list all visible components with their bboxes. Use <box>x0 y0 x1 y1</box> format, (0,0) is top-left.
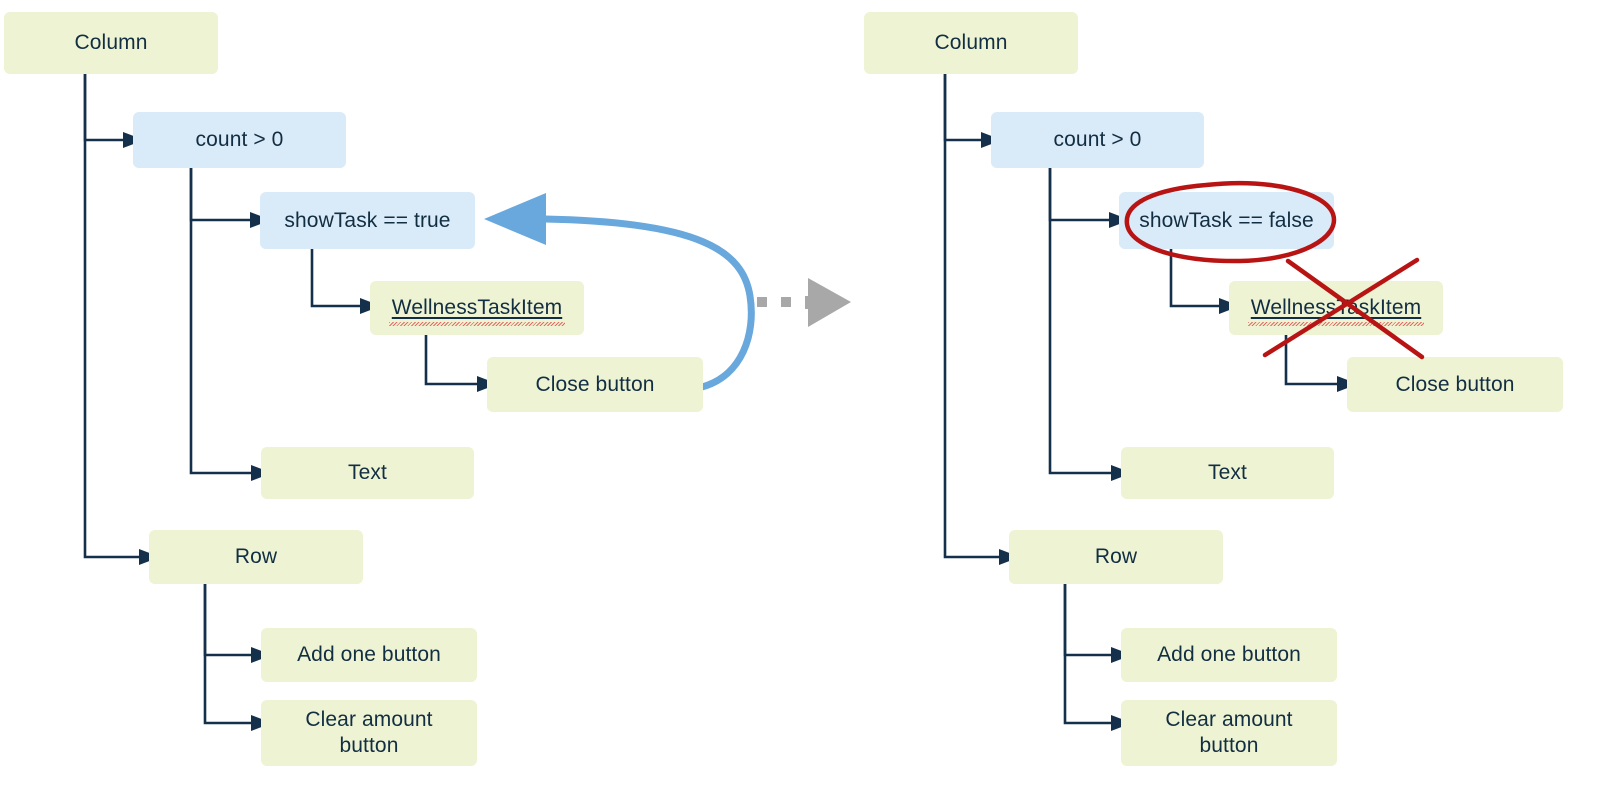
node-label: Clear amount button <box>1165 708 1293 757</box>
node-label: Column <box>74 31 148 55</box>
node-label: WellnessTaskItem <box>391 296 563 320</box>
node-row-before[interactable]: Row <box>149 530 363 584</box>
node-column-after[interactable]: Column <box>864 12 1078 74</box>
node-label: Add one button <box>1157 643 1301 667</box>
node-count-condition-after[interactable]: count > 0 <box>991 112 1204 168</box>
node-clear-amount-button-after[interactable]: Clear amount button <box>1121 700 1337 766</box>
node-label: Close button <box>1395 372 1515 396</box>
spellcheck-squiggle-icon <box>1248 322 1424 326</box>
node-label: Clear amount button <box>305 708 433 757</box>
node-label: Add one button <box>297 643 441 667</box>
node-label: showTask == false <box>1139 208 1314 232</box>
node-showtask-condition-before[interactable]: showTask == true <box>260 192 475 249</box>
edge-count-to-showtask <box>1048 168 1130 228</box>
node-label: Row <box>234 545 278 569</box>
node-label: Text <box>348 461 387 485</box>
node-add-one-button-after[interactable]: Add one button <box>1121 628 1337 682</box>
node-close-button-after[interactable]: Close button <box>1347 357 1563 412</box>
node-text-before[interactable]: Text <box>261 447 474 499</box>
node-count-condition-before[interactable]: count > 0 <box>133 112 346 168</box>
transition-dotted-arrow-icon <box>757 278 851 327</box>
node-label: Text <box>1208 461 1247 485</box>
spellcheck-squiggle-icon <box>389 322 565 326</box>
node-label: Row <box>1094 545 1138 569</box>
node-label: showTask == true <box>284 208 451 232</box>
node-wellnesstaskitem-after[interactable]: WellnessTaskItem <box>1229 281 1443 335</box>
node-text-after[interactable]: Text <box>1121 447 1334 499</box>
node-close-button-before[interactable]: Close button <box>487 357 703 412</box>
node-add-one-button-before[interactable]: Add one button <box>261 628 477 682</box>
node-label: WellnessTaskItem <box>1250 296 1422 320</box>
node-label: count > 0 <box>195 128 284 152</box>
node-row-after[interactable]: Row <box>1009 530 1223 584</box>
node-label: Close button <box>535 372 655 396</box>
node-label: Column <box>934 31 1008 55</box>
node-label: count > 0 <box>1053 128 1142 152</box>
node-showtask-condition-after[interactable]: showTask == false <box>1119 192 1334 249</box>
node-column-before[interactable]: Column <box>4 12 218 74</box>
node-clear-amount-button-before[interactable]: Clear amount button <box>261 700 477 766</box>
node-wellnesstaskitem-before[interactable]: WellnessTaskItem <box>370 281 584 335</box>
edge-count-to-showtask <box>189 168 271 228</box>
